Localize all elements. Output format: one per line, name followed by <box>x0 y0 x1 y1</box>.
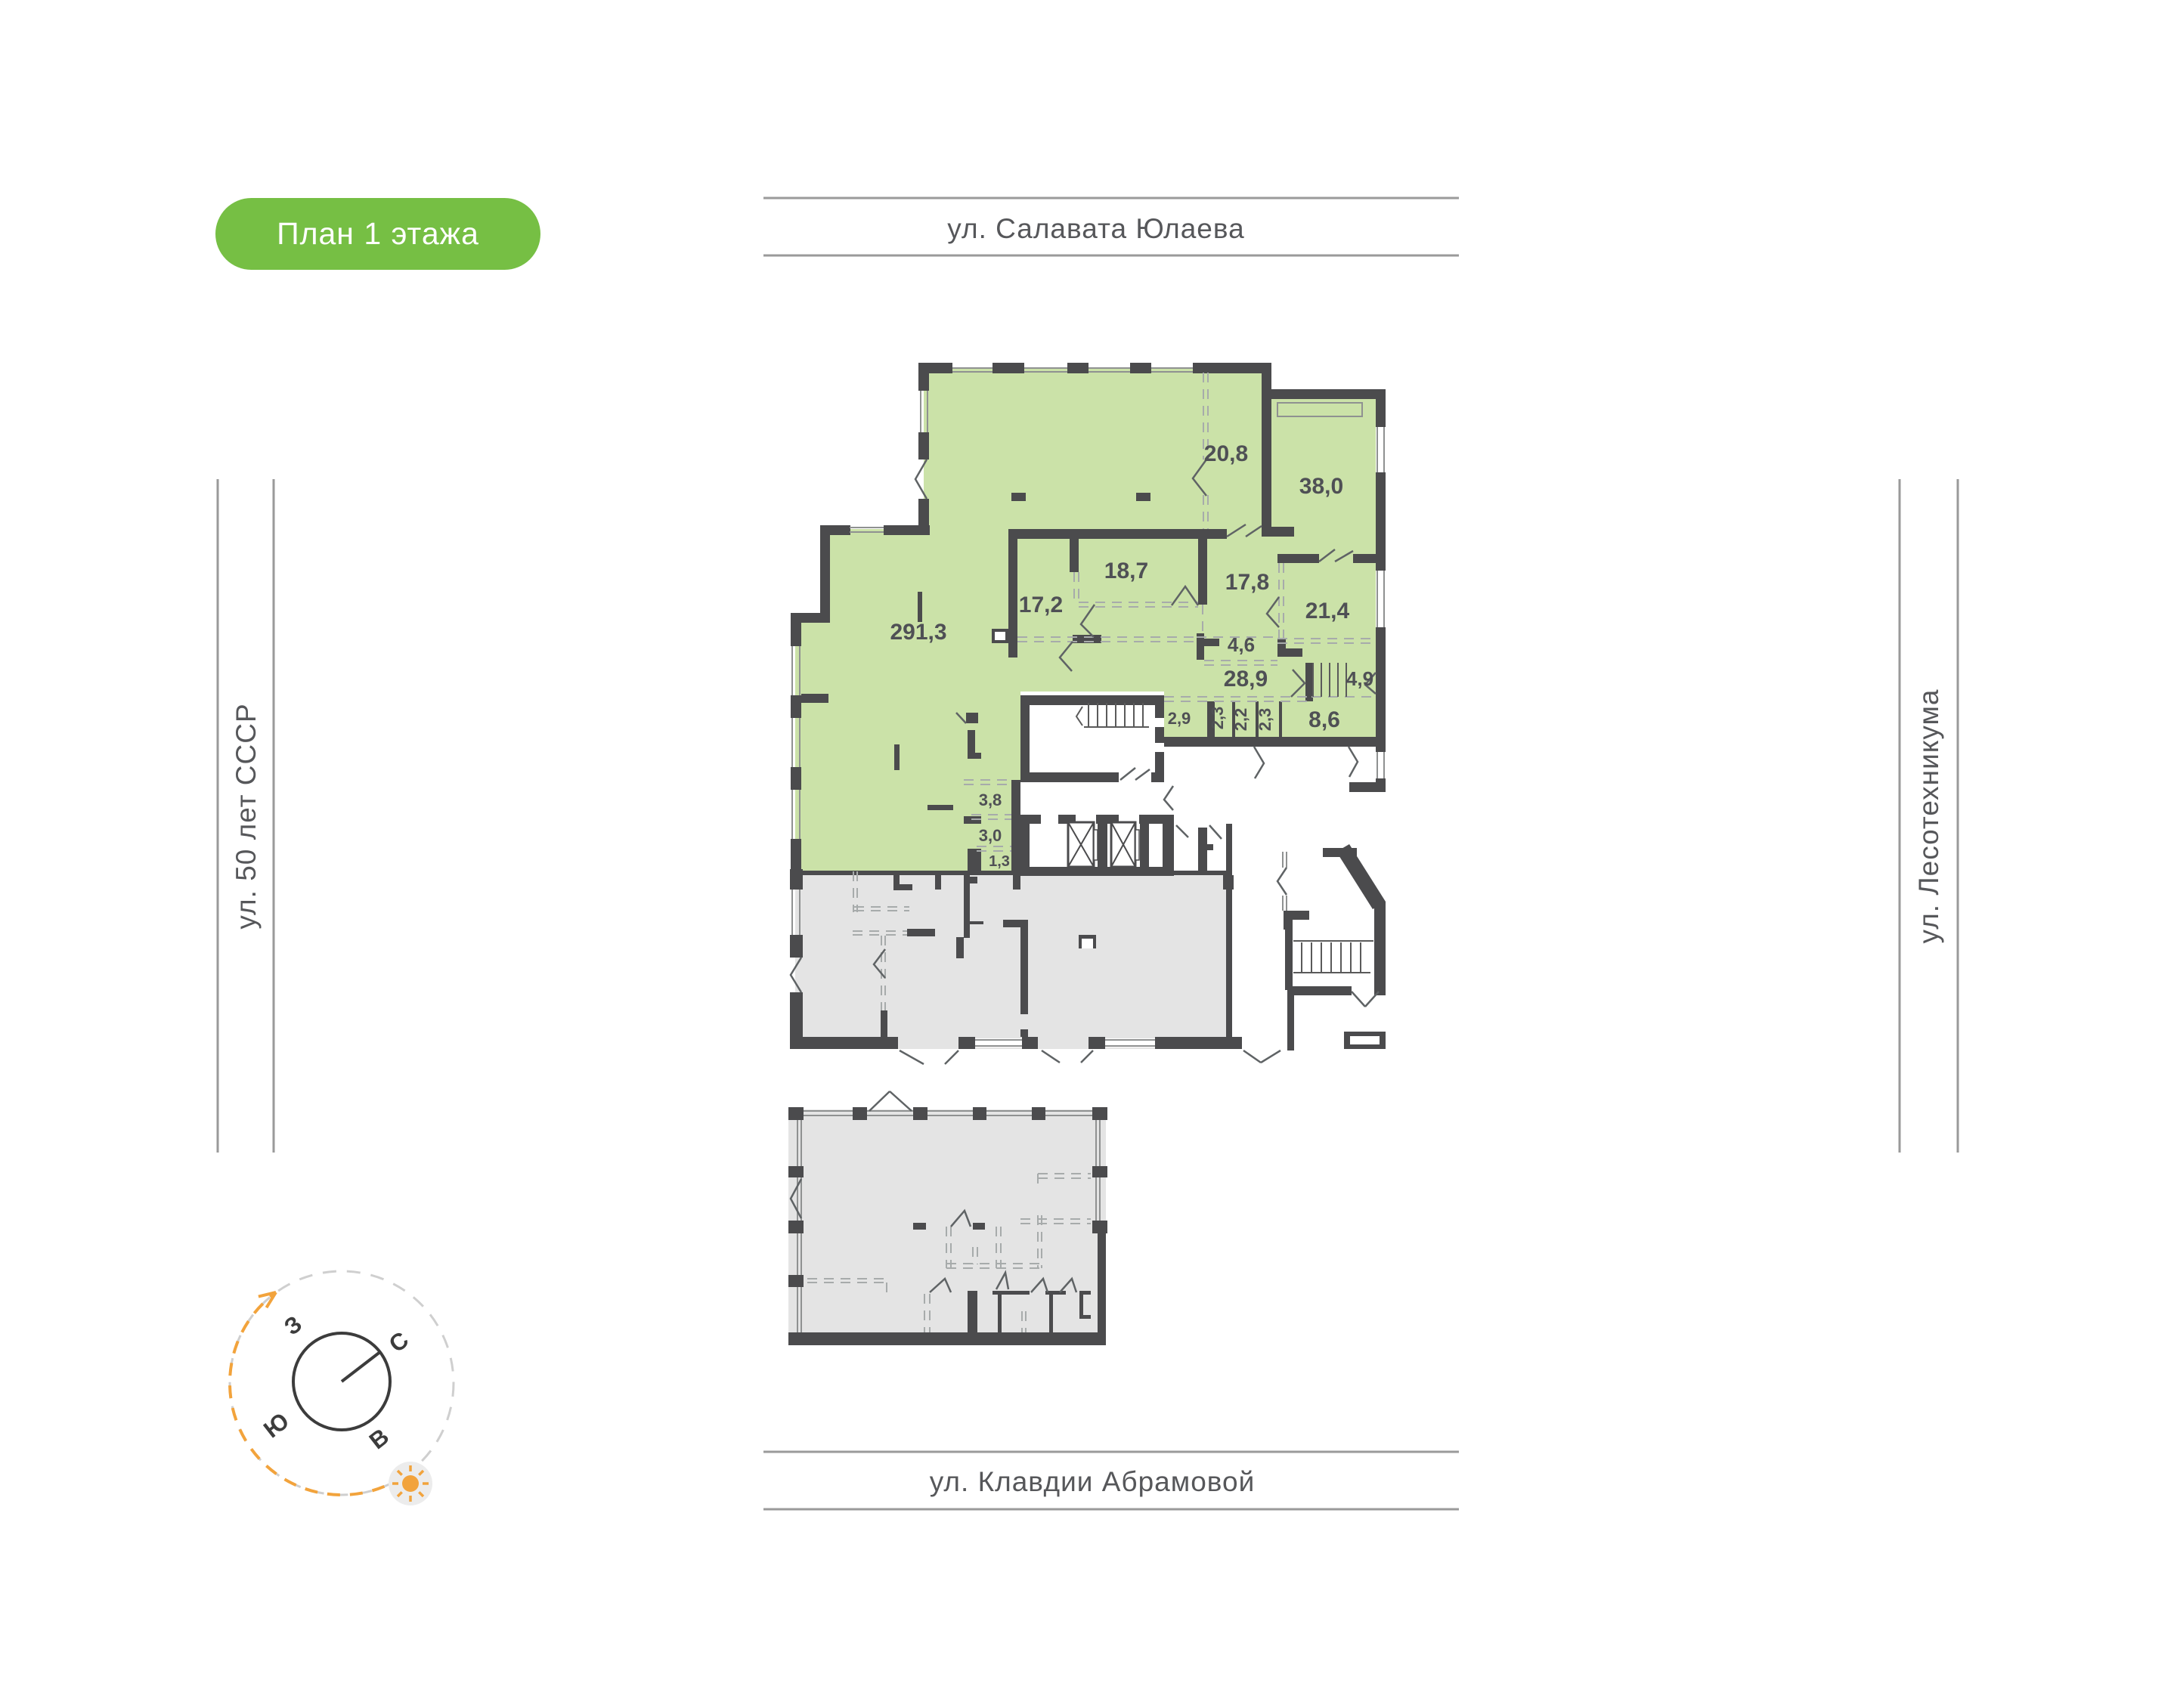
street-bottom-label: ул. Клавдии Абрамовой <box>930 1466 1256 1497</box>
compass-north-label: С <box>384 1326 413 1357</box>
partition-dashed-lines <box>807 373 1376 1332</box>
street-left: ул. 50 лет СССР <box>216 479 275 1153</box>
compass-west-label: З <box>279 1310 307 1341</box>
area-label-4-6: 4,6 <box>1228 633 1255 656</box>
area-label-8-6: 8,6 <box>1308 707 1340 732</box>
street-bottom: ул. Клавдии Абрамовой <box>763 1450 1459 1511</box>
area-label-1-3: 1,3 <box>989 853 1010 870</box>
area-label-17-8: 17,8 <box>1225 570 1269 595</box>
walls <box>788 363 1386 1345</box>
elevators <box>1067 821 1140 868</box>
compass-east-label: В <box>364 1423 394 1454</box>
area-label-3-0: 3,0 <box>979 826 1002 845</box>
area-label-2-9: 2,9 <box>1168 709 1191 728</box>
area-label-20-8: 20,8 <box>1204 441 1248 466</box>
area-label-28-9: 28,9 <box>1224 667 1268 692</box>
badge-label: План 1 этажа <box>277 216 479 251</box>
area-label-4-9: 4,9 <box>1346 667 1373 690</box>
floor-plan-badge: План 1 этажа <box>215 198 540 270</box>
area-label-2-3-b: 2,3 <box>1256 708 1274 732</box>
door-zigzags <box>789 459 1380 1293</box>
sun-icon <box>389 1462 432 1505</box>
street-top-label: ул. Салавата Юлаева <box>947 213 1244 244</box>
compass-sun-path <box>228 1291 405 1497</box>
area-label-2-3-a: 2,3 <box>1208 707 1227 730</box>
street-top: ул. Салавата Юлаева <box>763 196 1459 257</box>
compass-south-label: Ю <box>259 1407 294 1443</box>
windows <box>791 367 1385 1332</box>
street-right-label: ул. Лесотехникума <box>1913 689 1944 944</box>
compass-arrow <box>258 1291 277 1309</box>
compass-outer-circle <box>228 1270 455 1496</box>
area-label-3-8: 3,8 <box>979 791 1002 809</box>
compass-needle <box>340 1350 382 1383</box>
compass: З С Ю В <box>228 1270 455 1505</box>
area-label-21-4: 21,4 <box>1305 599 1350 623</box>
street-left-label: ул. 50 лет СССР <box>231 703 262 929</box>
stairs <box>1075 663 1373 973</box>
area-label-38-0: 38,0 <box>1299 474 1343 499</box>
area-label-17-2: 17,2 <box>1019 593 1063 617</box>
room-labels: 291,3 20,8 38,0 18,7 17,2 17,8 21,4 4,6 … <box>890 441 1373 870</box>
area-label-18-7: 18,7 <box>1104 559 1148 583</box>
area-label-291-3: 291,3 <box>890 620 946 645</box>
area-label-2-2: 2,2 <box>1231 708 1250 732</box>
street-right: ул. Лесотехникума <box>1898 479 1959 1153</box>
